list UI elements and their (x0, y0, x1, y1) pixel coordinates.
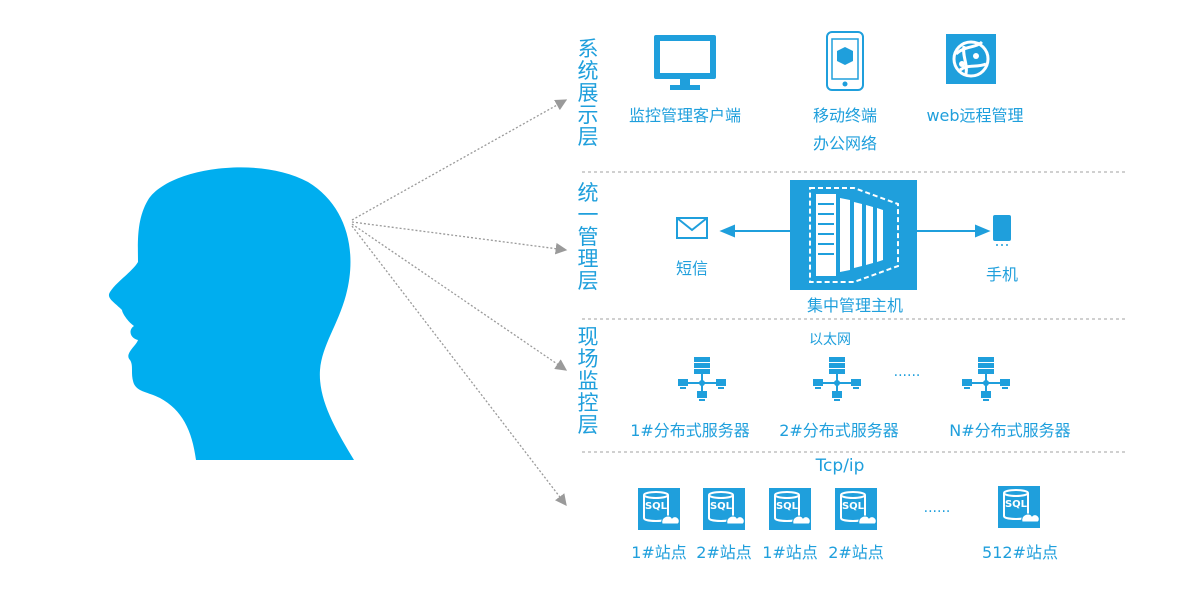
envelope-icon (676, 217, 708, 239)
sql-text: SQL (1004, 499, 1028, 510)
station-label: 1#站点 (631, 543, 687, 562)
arrow-to-unified-layer (351, 221, 568, 255)
office-network-label: 办公网络 (812, 134, 877, 153)
server1-label: 1#分布式服务器 (630, 421, 750, 440)
layer-label-field: 现场监控层 (577, 325, 599, 437)
globe-icon (946, 34, 996, 84)
station-label: 2#站点 (828, 543, 884, 562)
servers-ellipsis: ...... (893, 364, 921, 380)
sql-text: SQL (644, 501, 668, 512)
server-network-icon (678, 357, 726, 402)
mobile-label: 移动终端 (812, 106, 877, 125)
sql-text: SQL (709, 501, 733, 512)
station-label: 2#站点 (696, 543, 752, 562)
server-host-icon (790, 180, 917, 290)
layer-label-display: 系统展示层 (577, 37, 599, 149)
phone-icon (993, 215, 1011, 246)
host-label: 集中管理主机 (806, 296, 903, 315)
arrow-to-station-layer (351, 225, 567, 507)
station-label: 1#站点 (762, 543, 818, 562)
ethernet-label: 以太网 (809, 332, 851, 348)
arrow-to-field-layer (351, 223, 568, 371)
mobile-icon (826, 31, 864, 91)
server-network-icon (813, 357, 861, 402)
servern-label: N#分布式服务器 (949, 421, 1071, 440)
layer-label-unified: 统一管理层 (577, 181, 599, 293)
web-label: web远程管理 (926, 106, 1024, 125)
head-silhouette (109, 167, 354, 460)
sms-label: 短信 (675, 259, 708, 278)
sql-text: SQL (841, 501, 865, 512)
stations-ellipsis: ...... (923, 500, 951, 516)
server2-label: 2#分布式服务器 (779, 421, 899, 440)
station-label-last: 512#站点 (982, 543, 1058, 562)
arrow-to-display-layer (351, 99, 568, 221)
server-network-icon (962, 357, 1010, 402)
protocol-label: Tcp/ip (815, 456, 865, 476)
sql-text: SQL (775, 501, 799, 512)
client-label: 监控管理客户端 (628, 106, 741, 125)
phone-label: 手机 (985, 265, 1018, 284)
monitor-icon (654, 35, 716, 90)
